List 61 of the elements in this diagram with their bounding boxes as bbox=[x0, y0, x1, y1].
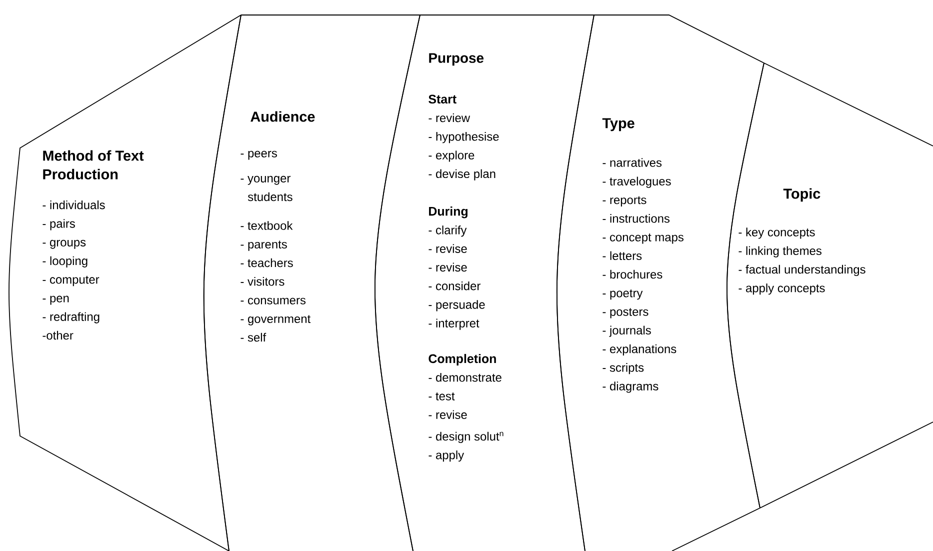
list-item: - persuade bbox=[428, 300, 485, 312]
list-item: - poetry bbox=[602, 289, 643, 300]
heading: Audience bbox=[250, 111, 315, 122]
subheading: Start bbox=[428, 94, 456, 104]
heading: Method of Text Production bbox=[43, 150, 144, 180]
heading: Purpose bbox=[429, 53, 484, 66]
list-item: - computer bbox=[42, 276, 100, 286]
funnel-band bbox=[204, 14, 420, 551]
list-item: - travelogues bbox=[602, 176, 671, 188]
list-item: - apply bbox=[428, 450, 464, 462]
funnel-band bbox=[374, 14, 594, 551]
list-item: - design solut$^{n}$ bbox=[428, 432, 504, 443]
list-item: - explanations bbox=[602, 344, 676, 356]
list-item: - government bbox=[240, 315, 311, 326]
list-item: - redrafting bbox=[42, 312, 100, 324]
heading: Type bbox=[602, 118, 634, 132]
list-item: - interpret bbox=[428, 318, 480, 330]
list-item: - self bbox=[240, 332, 266, 342]
list-item: - younger students bbox=[240, 176, 292, 202]
list-item: - apply concepts bbox=[738, 284, 825, 295]
funnel-band bbox=[8, 14, 242, 551]
list-item: - reports bbox=[602, 196, 646, 206]
list-item: - review bbox=[428, 113, 470, 122]
list-item: - textbook bbox=[240, 221, 293, 230]
list-item: - individuals bbox=[42, 200, 105, 210]
subheading: During bbox=[429, 206, 468, 218]
list-item: - hypothesise bbox=[428, 132, 499, 144]
list-item: - explore bbox=[428, 150, 474, 162]
list-item: - demonstrate bbox=[428, 372, 502, 382]
list-item: - consider bbox=[428, 281, 480, 290]
list-item: - revise bbox=[428, 244, 467, 253]
list-item: - scripts bbox=[602, 363, 644, 374]
list-item: - looping bbox=[42, 256, 88, 268]
heading: Topic bbox=[783, 188, 820, 202]
list-item: -other bbox=[42, 330, 74, 340]
list-item: - concept maps bbox=[602, 234, 684, 244]
list-item: - brochures bbox=[602, 270, 662, 279]
list-item: - devise plan bbox=[428, 169, 496, 180]
list-item: - clarify bbox=[428, 226, 467, 237]
list-item: - test bbox=[428, 392, 455, 400]
list-item: - linking themes bbox=[738, 246, 822, 258]
list-item: - pen bbox=[42, 296, 69, 305]
list-item: - diagrams bbox=[602, 382, 658, 393]
list-item: - teachers bbox=[240, 258, 293, 268]
list-item: - parents bbox=[240, 240, 287, 251]
list-item: - narratives bbox=[602, 158, 662, 167]
list-item: - peers bbox=[240, 150, 277, 160]
subheading: Completion bbox=[428, 354, 496, 366]
list-item: - revise bbox=[428, 410, 467, 419]
list-item: - posters bbox=[602, 308, 648, 318]
list-item: - pairs bbox=[42, 219, 75, 230]
list-item: - factual understandings bbox=[738, 264, 866, 276]
list-item: - journals bbox=[602, 326, 651, 337]
list-item: - groups bbox=[42, 240, 86, 249]
list-item: - key concepts bbox=[738, 228, 815, 239]
list-item: - revise bbox=[428, 262, 467, 272]
funnel-band bbox=[726, 62, 933, 508]
list-item: - letters bbox=[602, 251, 642, 260]
list-item: - consumers bbox=[240, 298, 306, 304]
list-item: - instructions bbox=[602, 214, 670, 223]
list-item: - visitors bbox=[240, 277, 284, 286]
